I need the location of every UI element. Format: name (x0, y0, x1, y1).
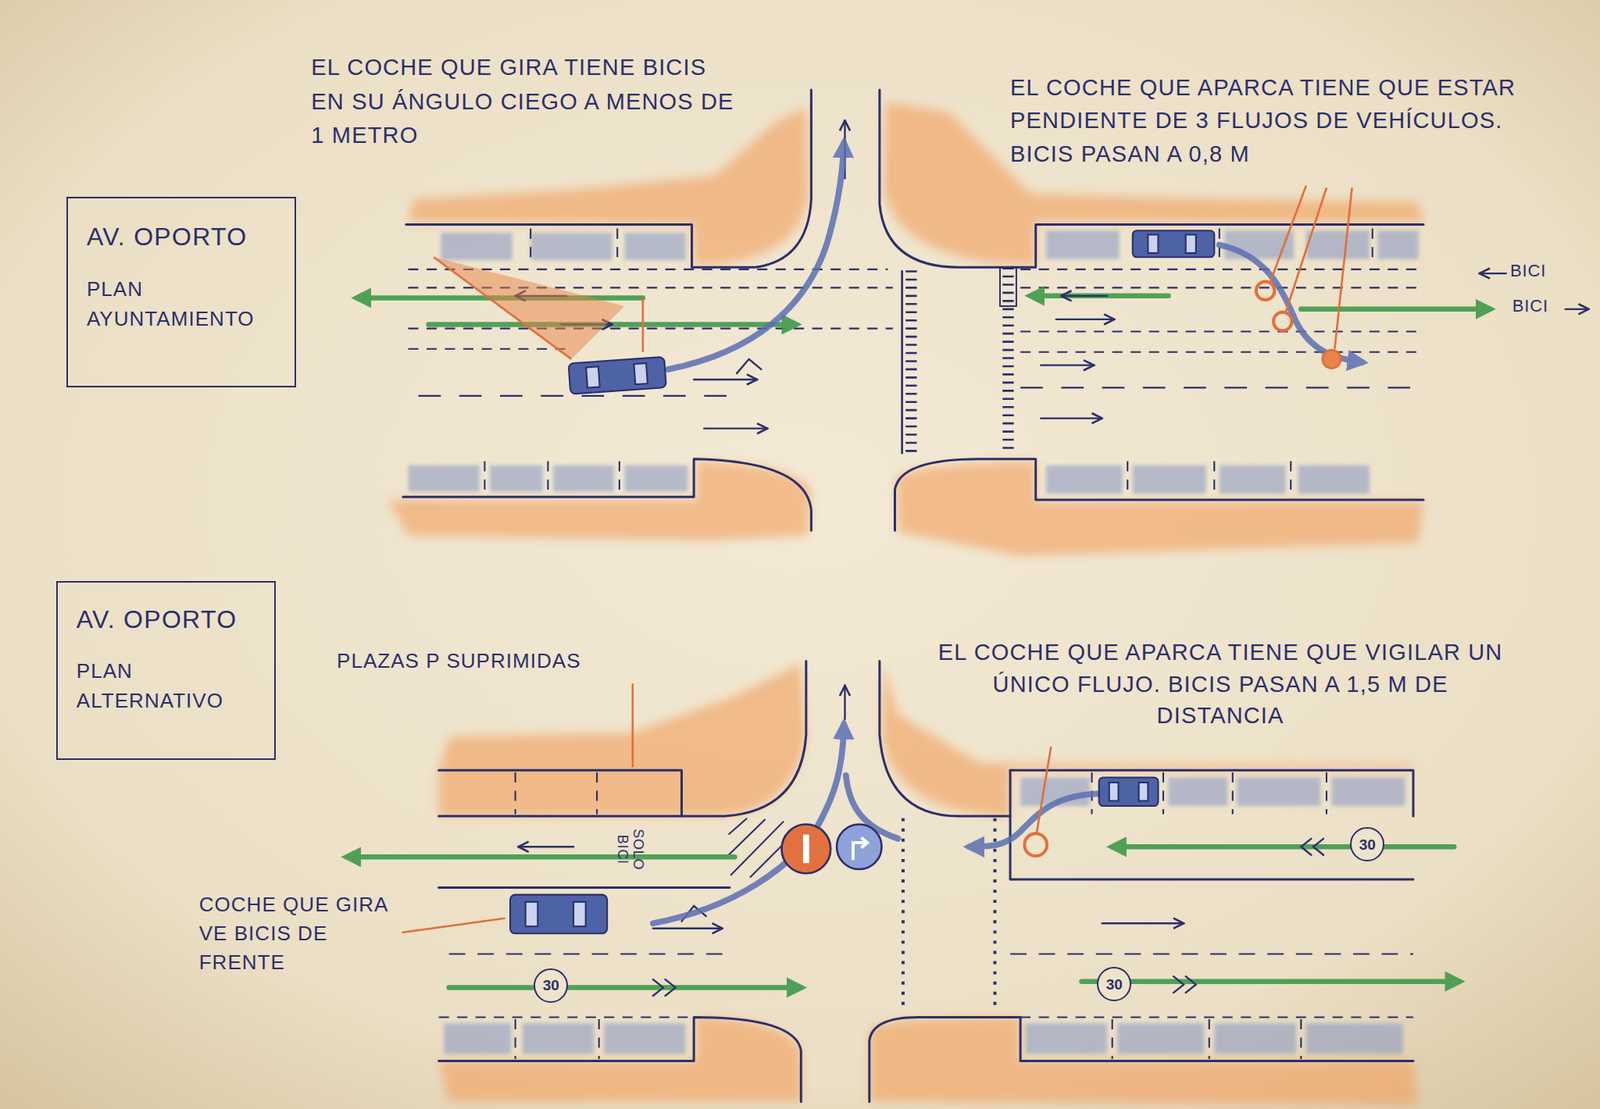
box-heading: AV. OPORTO (86, 218, 279, 255)
traffic-lights (781, 825, 882, 875)
title-box: AV. OPORTO PLAN AYUNTAMIENTO (66, 196, 297, 388)
annotation: EL COCHE QUE APARCA TIENE QUE VIGILAR UN… (930, 636, 1511, 733)
box-subtitle: PLAN AYUNTAMIENTO (86, 275, 279, 334)
speed-limit-number: 30 (542, 978, 560, 993)
blind-spot (433, 257, 643, 360)
curb-lines (403, 89, 1424, 1103)
speed-limit-number: 30 (1106, 977, 1123, 993)
speed-limit-sign: 30 (533, 968, 568, 1004)
annotation: EL COCHE QUE APARCA TIENE QUE ESTAR PEND… (1010, 71, 1561, 170)
vehicle-paths (653, 142, 1363, 924)
bike-direction-label: BICI (1510, 260, 1547, 282)
box-heading: AV. OPORTO (76, 601, 259, 638)
lane-arrows (515, 120, 1590, 997)
speed-limit-number: 30 (1359, 837, 1376, 853)
lane-marking-text: SOLO BICI (614, 826, 646, 874)
annotation: EL COCHE QUE GIRA TIENE BICIS EN SU ÁNGU… (310, 50, 735, 154)
callout-label: PLAZAS P SUPRIMIDAS (336, 649, 582, 674)
callout-label: COCHE QUE GIRA VE BICIS DE FRENTE (199, 890, 399, 978)
cars (510, 230, 1215, 934)
bike-direction-label: BICI (1512, 296, 1549, 317)
box-subtitle: PLAN ALTERNATIVO (76, 657, 259, 716)
bikes-and-leaders (402, 185, 1353, 933)
title-box: AV. OPORTO PLAN ALTERNATIVO (56, 581, 276, 761)
crosswalks (728, 267, 1017, 1011)
